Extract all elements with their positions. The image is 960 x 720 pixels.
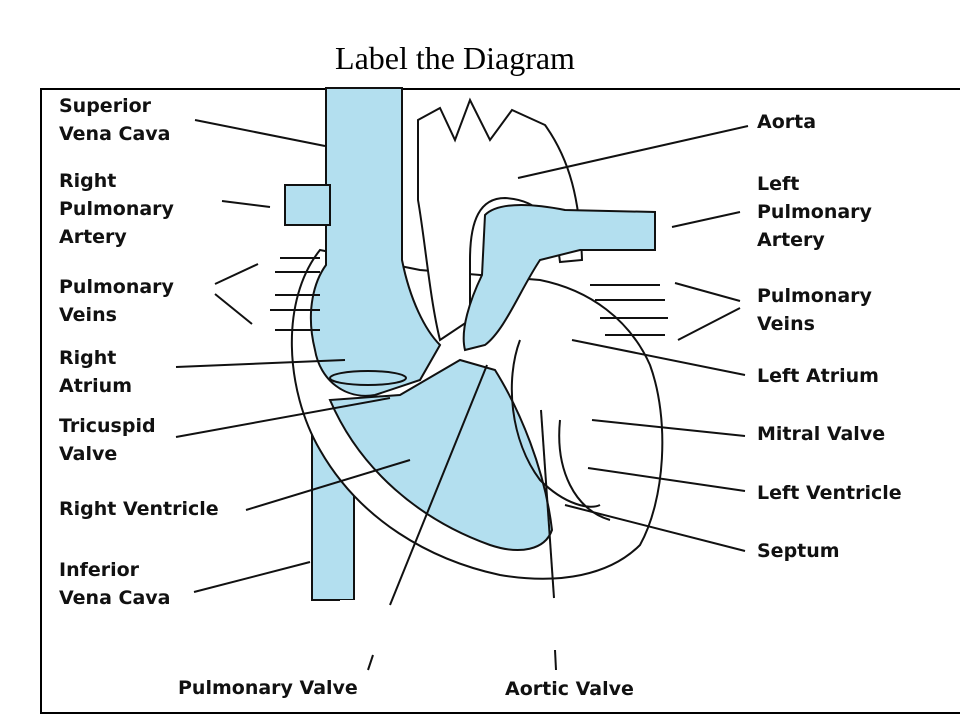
- label-right-ventricle: Right Ventricle: [59, 498, 219, 520]
- septum-wall: [510, 339, 611, 521]
- superior-vena-cava-vessel: [309, 87, 442, 397]
- label-tricuspid-valve: Tricuspid Valve: [59, 415, 162, 465]
- label-pulmonary-veins-left: Pulmonary Veins: [59, 276, 181, 326]
- pulmonary-veins-left-vessel: [270, 257, 320, 331]
- diagram-frame: [40, 88, 960, 714]
- label-mitral-valve: Mitral Valve: [757, 423, 885, 445]
- page-title: Label the Diagram: [335, 40, 575, 76]
- right-pulmonary-artery-vessel: [284, 184, 331, 226]
- tricuspid-valve-ring: [329, 370, 407, 386]
- label-septum: Septum: [757, 540, 840, 562]
- aorta-vessel: [417, 97, 584, 342]
- label-inferior-vena-cava: Inferior Vena Cava: [59, 559, 171, 609]
- bottom-mask: [340, 600, 600, 630]
- label-pulmonary-veins-right: Pulmonary Veins: [757, 285, 879, 335]
- label-left-ventricle: Left Ventricle: [757, 482, 902, 504]
- pulmonary-veins-right-vessel: [590, 284, 668, 336]
- pulmonary-trunk-vessel: [462, 204, 656, 352]
- label-aortic-valve: Aortic Valve: [505, 678, 634, 700]
- label-right-pulmonary-artery: Right Pulmonary Artery: [59, 170, 181, 248]
- label-left-atrium: Left Atrium: [757, 365, 879, 387]
- label-superior-vena-cava: Superior Vena Cava: [59, 95, 171, 145]
- label-left-pulmonary-artery: Left Pulmonary Artery: [757, 173, 879, 251]
- label-pulmonary-valve: Pulmonary Valve: [178, 677, 358, 699]
- label-right-atrium: Right Atrium: [59, 347, 132, 397]
- leader-lines: [175, 119, 749, 671]
- label-aorta: Aorta: [757, 111, 816, 133]
- right-ventricle-chamber: [328, 358, 554, 551]
